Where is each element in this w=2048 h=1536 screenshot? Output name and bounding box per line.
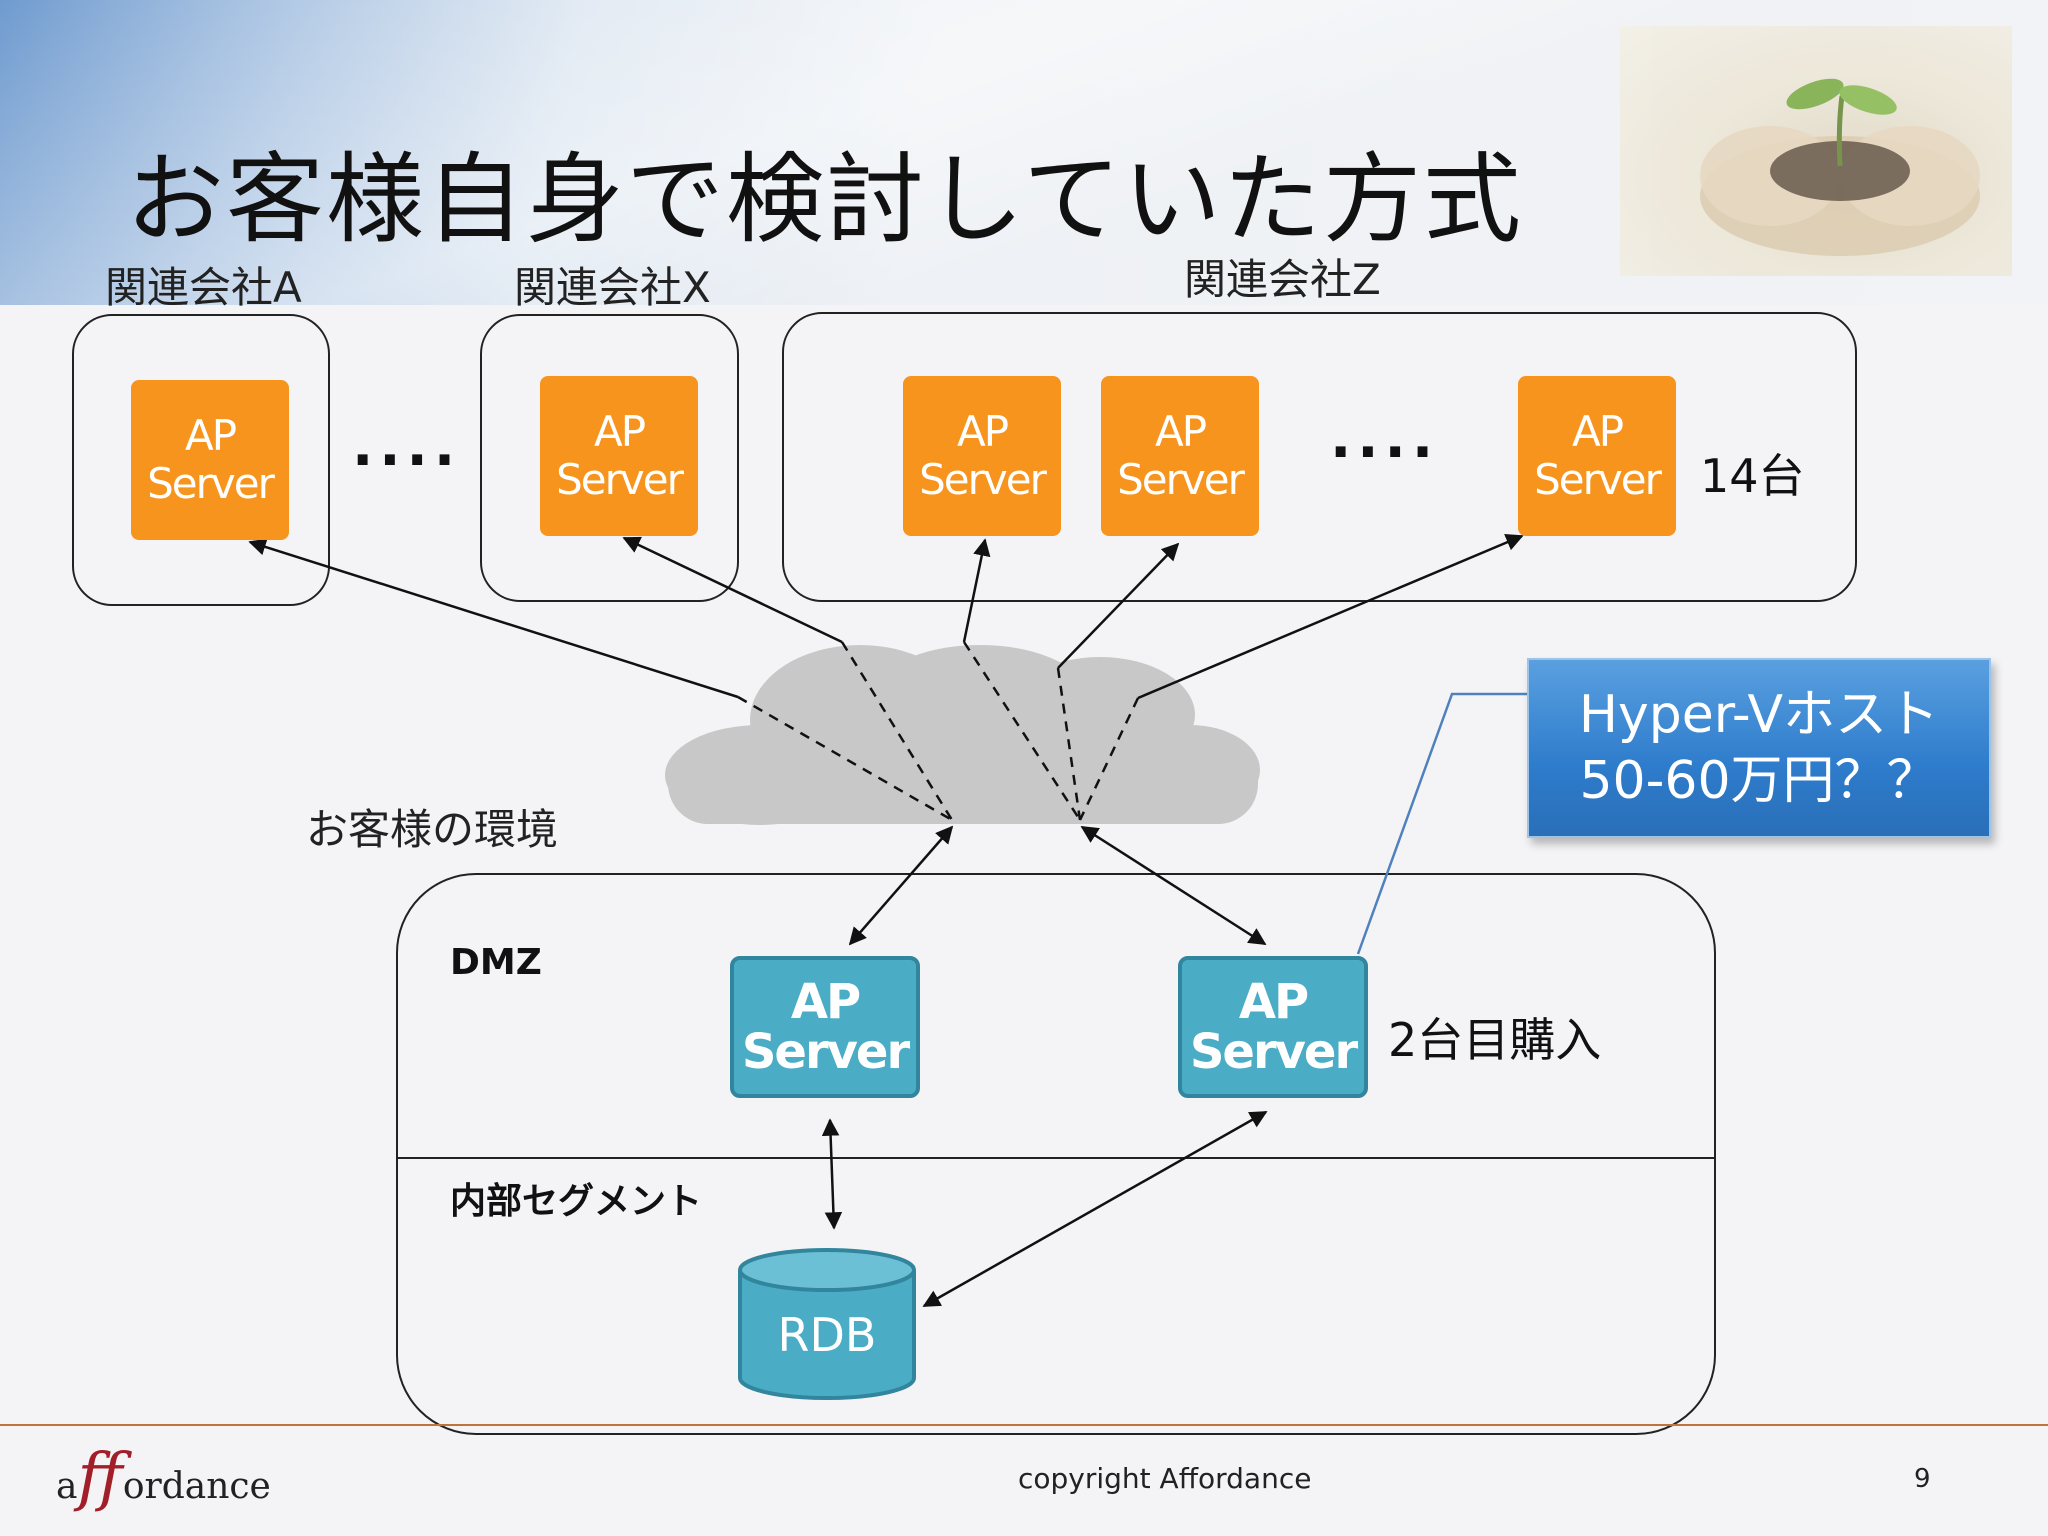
group-frame-x [480, 314, 739, 602]
group-label-z: 関連会社Z [1184, 255, 1381, 304]
link-x-cloud [622, 536, 843, 644]
link-cloud-dmz2 [1080, 825, 1267, 946]
logo-rest: ordance [122, 1466, 271, 1507]
hyperv-callout: Hyper-Vホスト 50-60万円？？ [1527, 658, 1991, 838]
logo-ff: ff [77, 1440, 123, 1514]
group-frame-a [72, 314, 330, 606]
link-a-cloud [248, 538, 739, 699]
page-number: 9 [1914, 1464, 1931, 1494]
ellipsis-ax: .... [352, 414, 462, 479]
footer-divider [0, 1424, 2048, 1426]
z-server-count: 14台 [1700, 449, 1805, 503]
link-z2-cloud [1057, 542, 1180, 669]
internal-segment-label: 内部セグメント [450, 1181, 703, 1222]
ap-server-label-line1: AP [1571, 407, 1624, 456]
dmz-label: DMZ [450, 942, 542, 983]
slide-title: お客様自身で検討していた方式 [126, 143, 1524, 257]
link-dmz2-rdb [922, 1110, 1268, 1308]
ap-server-label-line2: Server [1534, 455, 1662, 504]
dashed-z3 [1078, 697, 1140, 821]
ap-server-z1: AP Server [903, 376, 1061, 536]
link-cloud-dmz1 [848, 825, 954, 946]
rdb-cylinder [738, 1248, 916, 1400]
ap-server-label-line2: Server [1117, 455, 1245, 504]
ap-server-label-line1: AP [593, 407, 646, 456]
ap-server-label-line1: AP [1238, 974, 1309, 1030]
seedling-hands-image [1700, 78, 1980, 256]
group-frame-z [782, 312, 1857, 602]
dashed-a [737, 695, 953, 822]
ap-server-label-line2: Server [919, 455, 1047, 504]
ap-server-label-line2: Server [147, 459, 275, 508]
ap-server-label-line2: Server [741, 1024, 910, 1080]
callout-line2: 50-60万円？？ [1579, 751, 1939, 811]
ap-server-z3: AP Server [1518, 376, 1676, 536]
link-z1-cloud [962, 538, 991, 643]
ap-server-label-line1: AP [184, 411, 237, 460]
link-z3-cloud [1137, 534, 1524, 700]
ap-server-label-line1: AP [1154, 407, 1207, 456]
rdb-label: RDB [777, 1308, 877, 1362]
ap-server-a: AP Server [131, 380, 289, 540]
ap-server-label-line2: Server [556, 455, 684, 504]
group-label-x: 関連会社X [514, 263, 711, 312]
ellipsis-z: .... [1330, 406, 1440, 471]
logo-a: a [56, 1466, 78, 1507]
dashed-z2 [1056, 667, 1082, 821]
copyright-text: copyright Affordance [1018, 1462, 1312, 1495]
group-label-a: 関連会社A [105, 263, 302, 312]
ap-server-label-line1: AP [790, 974, 861, 1030]
ap-server-x: AP Server [540, 376, 698, 536]
ap-server-label-line1: AP [956, 407, 1009, 456]
customer-network-frame [396, 873, 1716, 1435]
link-dmz1-rdb [821, 1118, 843, 1230]
seedling-photo [1620, 26, 2012, 276]
callout-leader [1356, 692, 1527, 955]
second-unit-note: 2台目購入 [1388, 1013, 1602, 1067]
internet-cloud [665, 645, 1260, 825]
ap-server-label-line2: Server [1189, 1024, 1358, 1080]
callout-line1: Hyper-Vホスト [1578, 685, 1940, 745]
environment-label: お客様の環境 [306, 805, 559, 854]
dmz-ap-server-1: AP Server [730, 956, 920, 1098]
ap-server-z2: AP Server [1101, 376, 1259, 536]
affordance-logo: affordance [56, 1440, 271, 1514]
dmz-ap-server-2: AP Server [1178, 956, 1368, 1098]
